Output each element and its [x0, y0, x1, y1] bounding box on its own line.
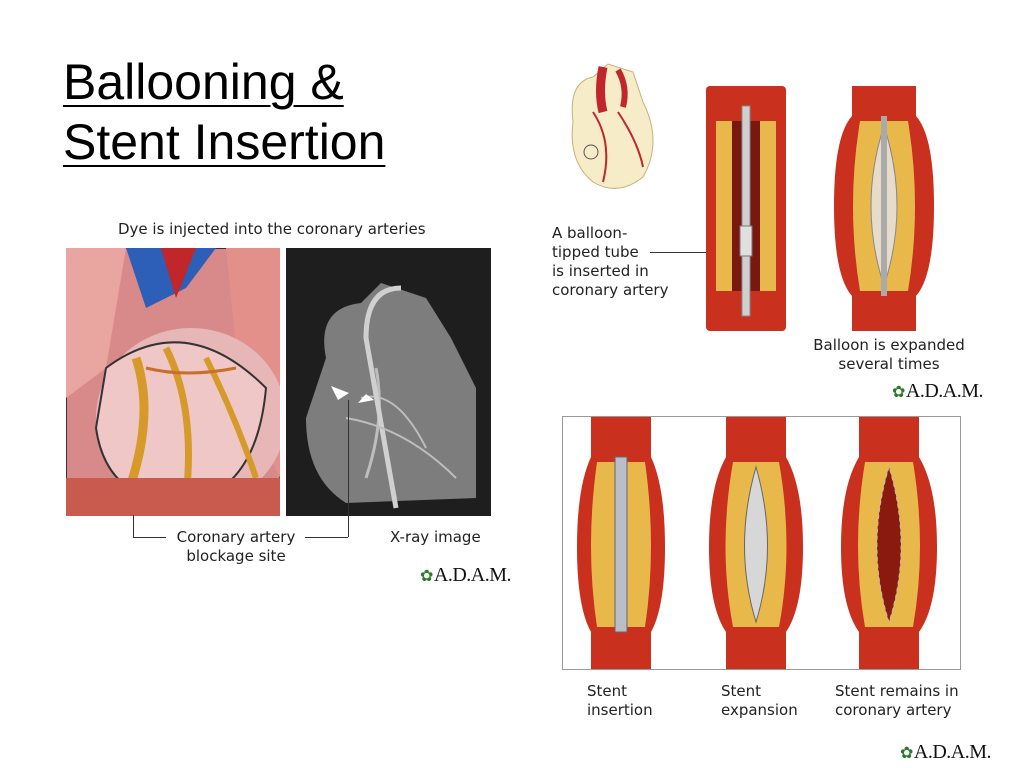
leaf-icon: ✿ [900, 745, 913, 762]
leaf-icon: ✿ [892, 384, 905, 401]
insertion-line-1: Stent [587, 682, 628, 700]
blockage-label: Coronary artery blockage site [166, 528, 306, 566]
adam-logo: ✿A.D.A.M. [420, 564, 512, 587]
tube-callout-line [650, 252, 746, 253]
remains-line-2: coronary artery [835, 701, 952, 719]
heart-illustration [66, 248, 280, 516]
adam-logo-3: ✿A.D.A.M. [900, 741, 992, 764]
title-line-1: Ballooning & [63, 54, 344, 110]
callout-line-left [133, 515, 134, 537]
xray-label: X-ray image [390, 528, 481, 546]
tube-label-line-1: A balloon- [552, 224, 628, 242]
tube-label-line-3: is inserted in [552, 262, 649, 280]
callout-line-right [348, 400, 349, 537]
tube-label-line-2: tipped tube [552, 243, 639, 261]
logo-text: A.D.A.M. [433, 564, 512, 586]
stent-expansion-label: Stent expansion [721, 682, 798, 720]
callout-line-left-h [133, 537, 166, 538]
slide-title: Ballooning & Stent Insertion [63, 52, 385, 172]
stent-remains-label: Stent remains in coronary artery [835, 682, 959, 720]
expanded-label-line-1: Balloon is expanded [813, 336, 965, 354]
stent-panel-frame [562, 416, 961, 670]
remains-line-1: Stent remains in [835, 682, 959, 700]
xray-image [286, 248, 491, 516]
adam-logo-2: ✿A.D.A.M. [892, 380, 984, 403]
blockage-label-line-1: Coronary artery [176, 528, 296, 546]
expanded-label-line-2: several times [838, 355, 940, 373]
title-line-2: Stent Insertion [63, 114, 386, 170]
expansion-line-2: expansion [721, 701, 798, 719]
logo-text: A.D.A.M. [913, 741, 992, 763]
stent-insertion-label: Stent insertion [587, 682, 653, 720]
small-heart-icon [563, 62, 663, 197]
insertion-line-2: insertion [587, 701, 653, 719]
tube-label-line-4: coronary artery [552, 281, 669, 299]
callout-line-right-h [305, 537, 348, 538]
dye-caption: Dye is injected into the coronary arteri… [118, 220, 426, 238]
logo-text: A.D.A.M. [905, 380, 984, 402]
blockage-label-line-2: blockage site [186, 547, 286, 565]
leaf-icon: ✿ [420, 568, 433, 585]
artery-with-tube [706, 86, 786, 331]
stent-expansion-artery [709, 417, 803, 669]
balloon-expanded-label: Balloon is expanded several times [808, 336, 970, 374]
stent-insertion-artery [577, 417, 665, 669]
balloon-tube-label: A balloon- tipped tube is inserted in co… [552, 224, 668, 300]
expansion-line-1: Stent [721, 682, 762, 700]
artery-with-balloon [834, 86, 934, 331]
stent-remains-artery [841, 417, 937, 669]
